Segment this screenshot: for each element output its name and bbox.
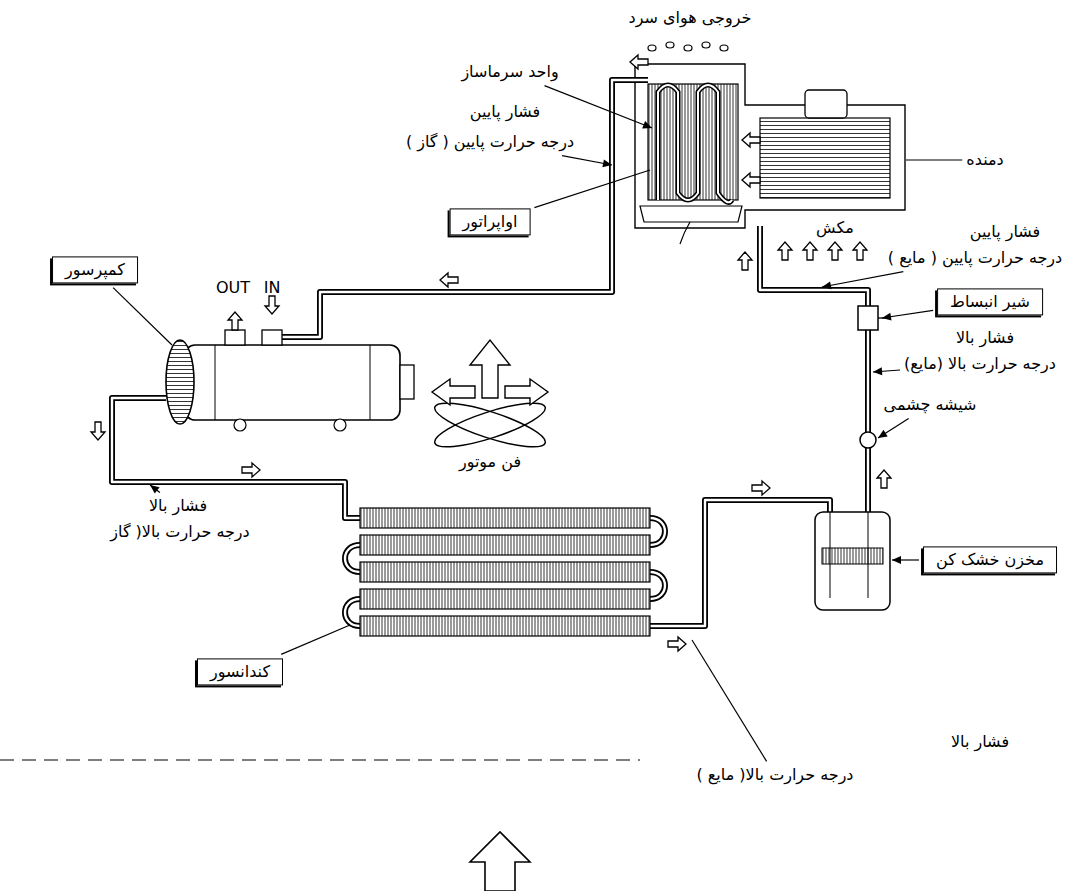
- flow-arrow: [752, 481, 770, 495]
- airflow-arrow: [432, 379, 475, 405]
- refrigerant-pipes: [112, 80, 868, 626]
- compressor-body: [185, 345, 400, 420]
- in-arrow: [265, 296, 279, 314]
- cold-air-puffs: [648, 42, 728, 51]
- leader-arrowhead: [642, 121, 652, 128]
- dryer-tube: [868, 512, 869, 598]
- text-label: شیشه چشمی: [884, 395, 977, 414]
- in-port: [262, 330, 282, 345]
- text-label: درجه حرارت پایین ( مایع ): [888, 248, 1062, 267]
- air-arrow: [742, 173, 760, 187]
- part-label-box: شیر انبساط: [937, 288, 1043, 315]
- text-label: فشار بالا: [956, 328, 1014, 347]
- flow-arrow: [668, 637, 686, 651]
- text-label: درجه حرارت بالا (مایع): [904, 354, 1056, 373]
- text-label: فن موتور: [459, 452, 521, 471]
- text-label: خروجی هوای سرد: [629, 8, 752, 27]
- text-label: OUT: [216, 278, 250, 297]
- flow-arrow: [242, 463, 260, 477]
- flow-arrow: [91, 422, 105, 440]
- refrigerant-pipes-core: [112, 80, 868, 626]
- text-label: فشار پایین: [970, 222, 1040, 241]
- evaporator-housing: [635, 64, 905, 228]
- dashed-line: [0, 759, 640, 760]
- part-name: مخزن خشک کن: [936, 550, 1044, 569]
- text-label: فشار بالا: [951, 732, 1009, 751]
- text-label: IN: [264, 278, 281, 297]
- leader-arrowhead: [150, 485, 160, 494]
- air-arrow: [742, 133, 760, 147]
- part-name: اواپراتور: [463, 212, 518, 231]
- blower-motor: [805, 90, 847, 118]
- compressor-pulley: [166, 340, 194, 424]
- expansion-valve: [858, 306, 878, 330]
- part-label-box: کندانسور: [197, 658, 283, 685]
- text-label: فشار پایین: [470, 102, 540, 121]
- out-arrow: [228, 312, 242, 330]
- leader-line: [545, 86, 653, 128]
- part-label-box: کمپرسور: [52, 256, 138, 283]
- suction-arrow: [828, 242, 842, 260]
- part-name: کندانسور: [210, 662, 270, 681]
- drain: [680, 222, 690, 244]
- suction-arrow: [803, 242, 817, 260]
- evaporator-tube: [658, 85, 732, 202]
- leader-arrowhead: [602, 159, 612, 167]
- airflow-arrow: [470, 340, 510, 398]
- dryer-filter: [822, 548, 883, 564]
- leader-line: [906, 159, 962, 160]
- flow-arrow: [630, 55, 648, 69]
- text-label: درجه حرارت پایین ( گاز ): [406, 132, 574, 151]
- leader-line: [113, 288, 172, 345]
- leader-line: [534, 170, 650, 208]
- intake-arrow: [470, 832, 530, 891]
- flow-arrow: [440, 273, 458, 287]
- leader-arrowhead: [873, 367, 882, 375]
- blower-wheel: [760, 118, 890, 198]
- leader-arrowhead: [882, 313, 892, 321]
- flow-arrow: [877, 470, 891, 488]
- receiver-dryer: [815, 512, 890, 610]
- leader-line: [878, 419, 909, 438]
- text-label: درجه حرارت بالا( مایع ): [697, 765, 854, 784]
- flow-arrow: [738, 252, 752, 270]
- compressor-detail: [215, 345, 216, 420]
- leader-arrowhead: [878, 430, 888, 438]
- part-label-box: مخزن خشک کن: [923, 546, 1057, 573]
- evaporator-tube-core: [658, 85, 732, 202]
- text-label: فشار بالا: [149, 496, 207, 515]
- dryer-tube: [830, 512, 831, 598]
- drip-pan: [640, 206, 742, 222]
- part-label-box: اواپراتور: [450, 208, 531, 235]
- leader-arrowhead: [892, 556, 901, 564]
- condenser-coil: [360, 508, 650, 636]
- leader-line: [692, 640, 767, 761]
- sight-glass: [860, 432, 876, 448]
- text-label: واحد سرماساز: [461, 62, 558, 81]
- out-port: [225, 330, 245, 345]
- text-label: درجه حرارت بالا( گاز: [110, 522, 249, 541]
- text-label: مکش: [816, 218, 854, 237]
- leader-line: [822, 272, 903, 287]
- text-label: دمنده: [966, 150, 1003, 169]
- suction-arrow: [778, 242, 792, 260]
- compressor-end-cap: [400, 365, 414, 399]
- suction-arrow: [853, 242, 867, 260]
- leader-arrowhead: [822, 281, 832, 289]
- part-name: کمپرسور: [65, 260, 125, 279]
- compressor-detail: [370, 345, 371, 420]
- leader-line: [281, 625, 350, 654]
- compressor-mount: [334, 419, 346, 431]
- part-name: شیر انبساط: [950, 292, 1030, 311]
- compressor-mount: [234, 419, 246, 431]
- evaporator-fins: [648, 84, 738, 200]
- airflow-arrow: [505, 379, 548, 405]
